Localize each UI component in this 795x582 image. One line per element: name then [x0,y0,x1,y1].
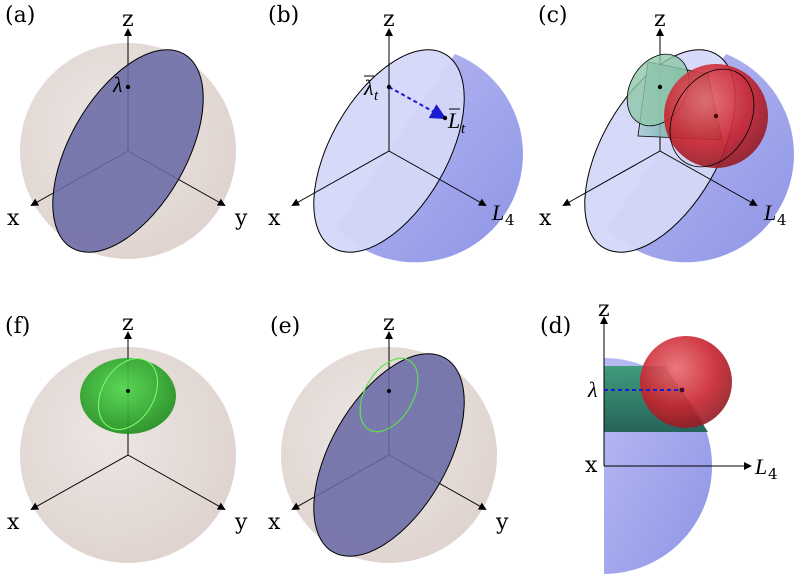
panel-d-axis-sub: 4 [768,465,778,483]
panel-c-label: (c) [538,3,568,28]
panel-b-arrow [388,86,447,119]
panel-b-start-point [386,84,392,90]
panel-d-z-label: z [598,297,610,322]
panel-a-y-label: y [234,206,248,231]
panel-a-disk [52,49,204,253]
panel-a-point [125,84,131,90]
panel-c-point [657,84,663,90]
panel-e-label: (e) [270,314,300,339]
panel-c-z-label: z [654,7,666,32]
panel-a-label: (a) [5,3,35,28]
panel-b-start-sub: t [374,88,379,104]
panel-f-green-ball [80,358,176,434]
panel-b-x-label: x [268,206,281,231]
panel-f-x-label: x [7,510,20,535]
panel-b-l4-axis [388,150,487,206]
panel-a-x-label: x [7,206,20,231]
panel-c-x-axis [562,150,661,206]
panel-b-start-symbol: λ [363,75,374,100]
panel-b-z-label: z [383,7,395,32]
panel-a-point-label: λ [112,72,123,97]
panel-c: (c) z x L 4 [538,3,794,263]
panel-d: (d) λ z x L 4 [540,297,778,574]
panel-f-label: (f) [5,314,30,339]
panel-d-point-label: λ [587,377,598,402]
panel-b-axis-label: L [491,200,504,225]
panel-f-x-axis [30,454,129,510]
panel-f: (f) z x y [5,311,248,563]
panel-f-point [126,389,130,393]
panel-b-start-label: λ t [363,75,379,104]
panel-c-red-ball-rim [669,68,755,168]
panel-e-green-ring [359,357,419,433]
panel-d-red-ball [640,336,732,428]
panel-b-end-symbol: L [447,108,460,133]
panel-b-axis-sub: 4 [505,211,515,229]
panel-e-disk [313,353,465,557]
panel-d-label: (d) [540,314,571,339]
panel-e-z-label: z [383,311,395,336]
panel-d-point [679,387,685,393]
panel-b-x-axis [291,150,390,206]
panel-c-x-label: x [539,206,552,231]
panel-d-x-label: x [585,453,598,478]
panel-f-y-label: y [234,510,248,535]
panel-c-axis-sub: 4 [777,211,787,229]
panel-c-l4-axis [659,150,758,206]
panel-e-x-label: x [268,510,281,535]
panel-a-z-label: z [122,7,134,32]
panel-b-end-label: L t [447,108,466,137]
panel-a: (a) λ z x y [5,3,248,259]
panel-e: (e) z x y [268,311,509,563]
panel-f-z-label: z [122,311,134,336]
panel-b-end-point [442,115,448,121]
panel-f-y-axis [127,454,226,510]
panel-e-y-label: y [495,510,509,535]
panel-b-label: (b) [268,3,299,28]
panel-b: (b) λ t L t z x L 4 [268,3,523,263]
panel-e-point [387,389,391,393]
panel-d-axis-label: L [754,454,767,479]
panel-c-red-center [713,113,719,119]
panel-f-green-rim [98,358,158,430]
panel-b-end-sub: t [461,121,466,137]
panel-c-axis-label: L [763,200,776,225]
